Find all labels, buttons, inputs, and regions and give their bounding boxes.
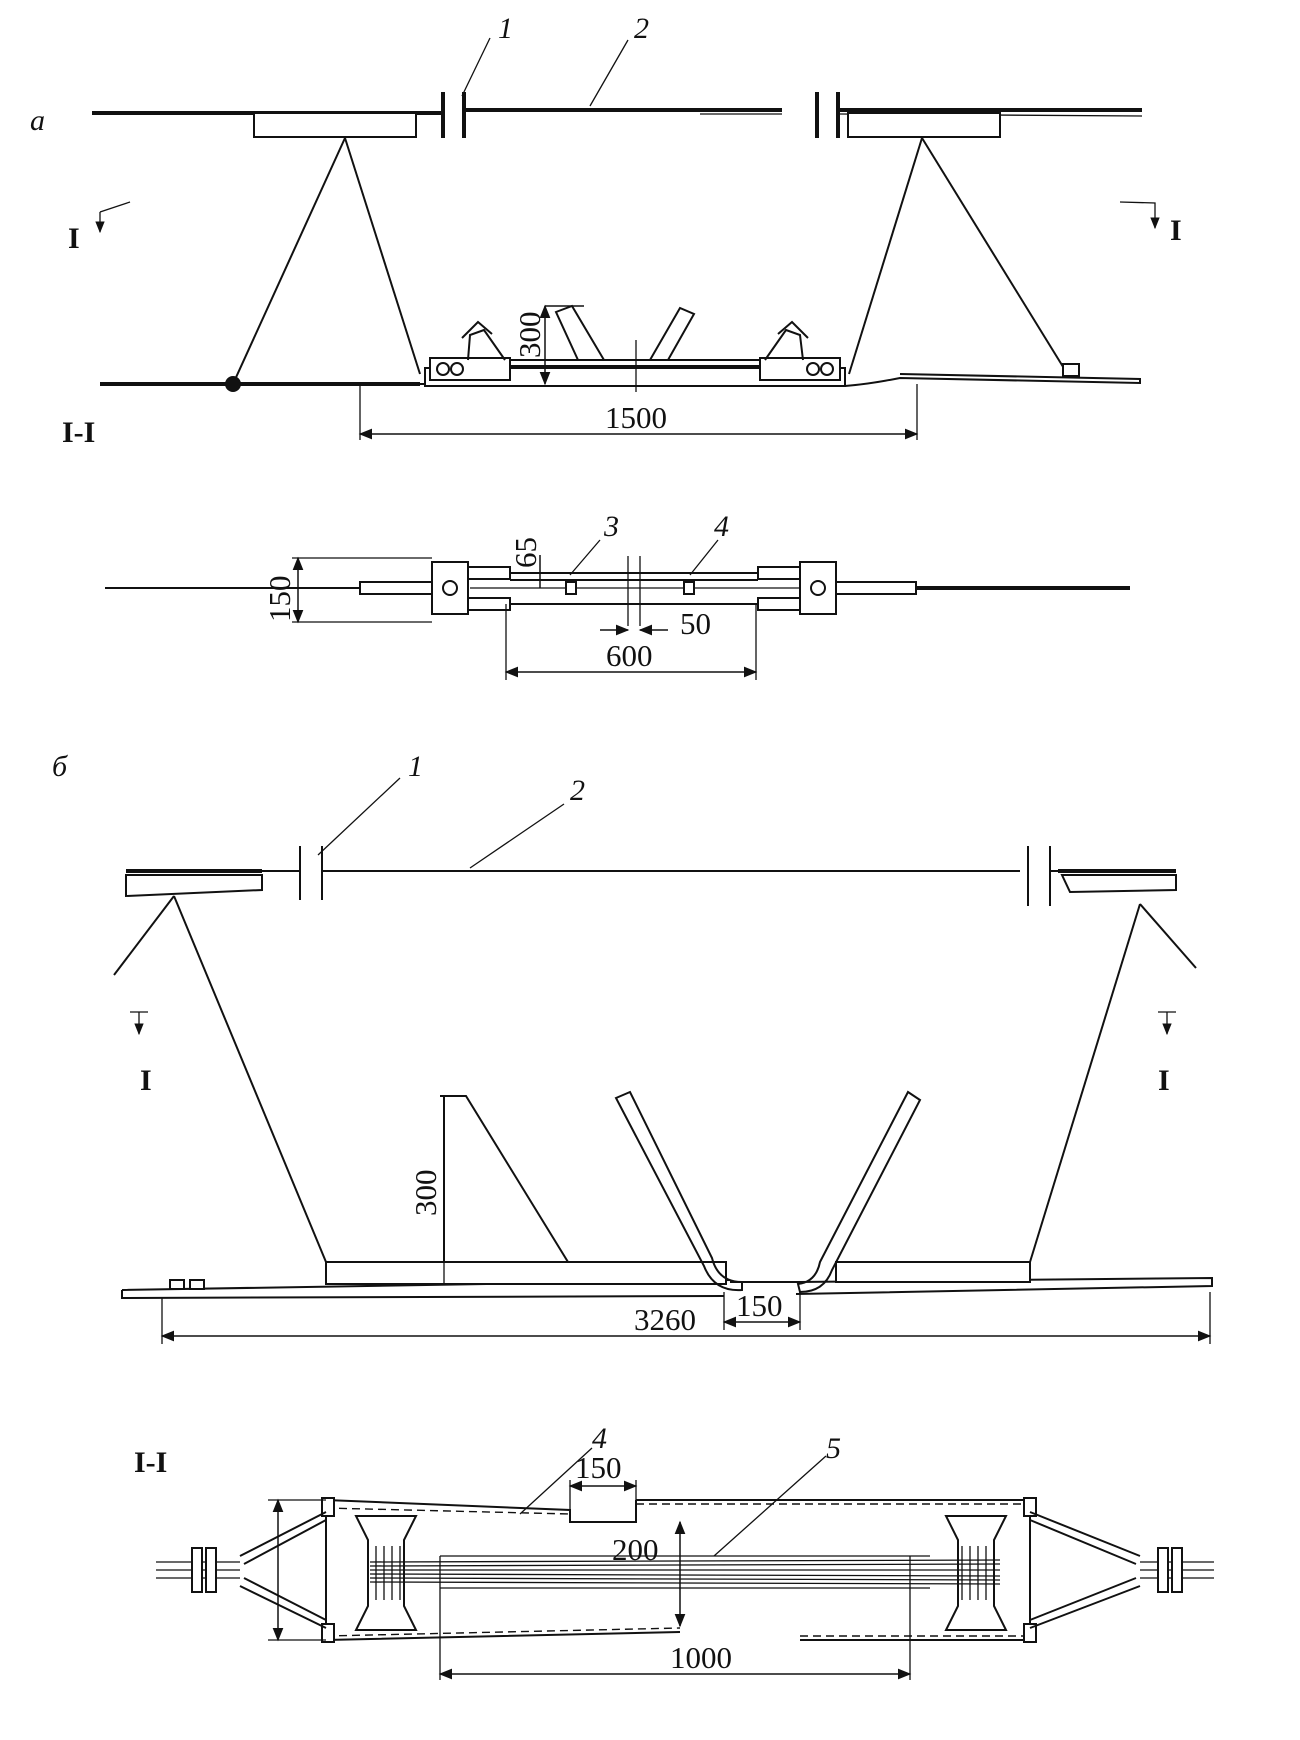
callout-3: 3: [603, 510, 619, 543]
b-callout-4: 4: [592, 1422, 607, 1455]
b-dim-total: 3260: [160, 1292, 1212, 1344]
dim-65: 65: [508, 537, 543, 568]
part-a-label: а: [30, 104, 45, 137]
b-callout-2: 2: [570, 774, 585, 807]
b-block-left: [354, 1515, 418, 1631]
plan-runner-right: [683, 581, 695, 595]
messenger-right: [419, 373, 1141, 388]
b-section-title: I-I: [134, 1446, 167, 1479]
b-dim-gap: 150: [722, 1288, 802, 1330]
b-runner-bundle: [369, 1555, 1001, 1589]
b-saddle-right: [1060, 874, 1177, 894]
dim-50: 50: [680, 606, 711, 641]
b-callout-5-leader: [713, 1455, 827, 1557]
b-dim-300: 300: [408, 1170, 443, 1217]
clamp-small: [1062, 363, 1080, 377]
section-title-a: I-I: [62, 416, 95, 449]
part-b-elevation: б 1 2 I I: [52, 750, 1213, 1344]
b-dim-200: 200: [612, 1532, 659, 1567]
b-dim-150: 150: [736, 1288, 783, 1323]
b-dim-3260: 3260: [634, 1302, 696, 1337]
b-horn-left: [614, 1090, 743, 1292]
b-frame-outline: [325, 1499, 1031, 1641]
b-plate-left: [325, 1261, 727, 1285]
callout-1-leader: [461, 37, 491, 97]
dim-span-a: 1500: [358, 384, 919, 440]
saddle-left: [253, 112, 417, 138]
dim-1500: 1500: [605, 400, 667, 435]
b-section-arrow-left: [130, 1011, 148, 1034]
dropper-left-outer: [232, 137, 346, 385]
insulator-right: [815, 92, 840, 138]
b-insulator-right: [1027, 846, 1062, 906]
b-dim-depth: 200: [612, 1520, 686, 1628]
insulator-left: [441, 92, 466, 138]
b-callout-4-leader: [519, 1447, 593, 1515]
b-dim-height: 300: [408, 1096, 445, 1284]
plan-clamp-left: [431, 561, 469, 615]
callout-2: 2: [634, 12, 649, 45]
section-mark-right: I: [1170, 214, 1182, 247]
b-dim-1000: 1000: [670, 1640, 732, 1675]
b-dim-length: 1000: [438, 1556, 912, 1680]
b-fitting-left: [156, 1511, 327, 1629]
part-a-elevation: а 1 2 I I: [30, 12, 1182, 449]
part-b-label: б: [52, 750, 68, 783]
b-section-arrow-right: [1158, 1011, 1176, 1034]
b-dropper-right-inner: [1029, 903, 1141, 1263]
dim-150-a: 150: [262, 576, 297, 623]
b-dropper-left-inner: [173, 895, 327, 1263]
b-dim-150-top: 150: [575, 1450, 622, 1485]
dim-gap-a: 50: [600, 606, 711, 641]
plan-clamp-right: [799, 561, 837, 615]
section-arrow-right: [1119, 201, 1160, 230]
clamp-node: [225, 376, 241, 392]
section-mark-left: I: [68, 222, 80, 255]
b-saddle-left: [125, 874, 263, 898]
dim-300-a: 300: [512, 312, 547, 359]
b-block-right: [944, 1515, 1008, 1631]
callout-4-leader: [689, 539, 719, 576]
callout-2-leader: [589, 39, 629, 107]
dropper-left-inner: [344, 137, 421, 375]
b-dropper-left-outer: [113, 895, 175, 976]
b-callout-5: 5: [826, 1432, 841, 1465]
section-insulator-elevation: [424, 304, 846, 392]
dim-length-a: 600: [504, 604, 758, 680]
b-insulator-left: [262, 846, 323, 900]
callout-4: 4: [714, 510, 729, 543]
section-arrow-left: [99, 201, 131, 213]
dim-height-a: 300: [512, 304, 584, 386]
b-section-mark-left: I: [140, 1064, 152, 1097]
b-dropper-right-outer: [1139, 903, 1197, 969]
saddle-right: [847, 112, 1001, 138]
part-b-plan: I-I: [134, 1422, 1214, 1680]
part-a-plan: 3 4 150 65 50 600: [105, 510, 1130, 680]
dim-width-a: 150: [262, 556, 432, 624]
dim-600: 600: [606, 638, 653, 673]
b-section-mark-right: I: [1158, 1064, 1170, 1097]
b-callout-1: 1: [408, 750, 423, 783]
dim-offset-a: 65: [508, 537, 543, 588]
dropper-right-outer: [921, 137, 1066, 371]
b-callout-1-leader: [317, 777, 401, 856]
plan-runner-left: [565, 581, 577, 595]
dropper-right-inner: [848, 137, 923, 375]
b-plate-right: [835, 1261, 1031, 1283]
callout-3-leader: [569, 539, 601, 576]
b-callout-2-leader: [469, 803, 565, 869]
b-fitting-right: [1029, 1511, 1214, 1629]
callout-1: 1: [498, 12, 513, 45]
b-horn-left-fixed: [443, 1095, 569, 1263]
